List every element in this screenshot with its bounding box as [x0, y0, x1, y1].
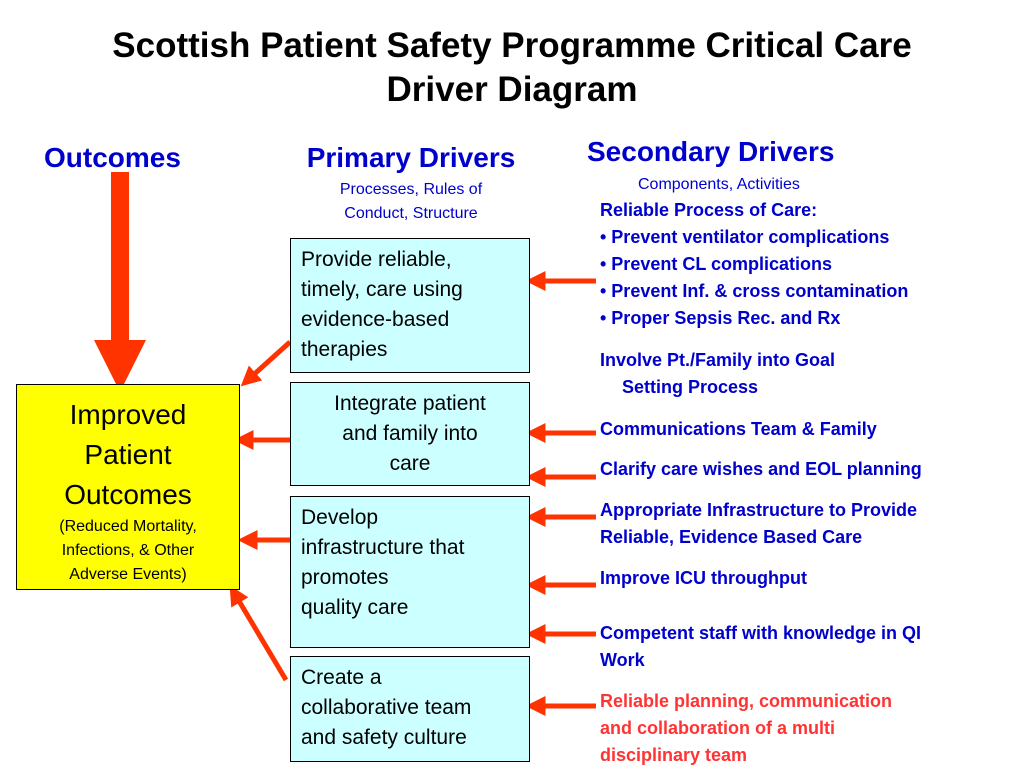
secondary-throughput: Improve ICU throughput	[600, 568, 807, 588]
secondary-goal-setting: Involve Pt./Family into Goal Setting Pro…	[600, 347, 835, 401]
secondary-infrastructure: Appropriate Infrastructure to Provide Re…	[600, 497, 917, 551]
primary-drivers-subheading: Processes, Rules of Conduct, Structure	[283, 178, 539, 226]
secondary-goal-setting-line-2: Setting Process	[622, 377, 759, 397]
primary-driver-3-line-1: Develop	[301, 506, 379, 529]
secondary-planning-line-3: disciplinary team	[600, 745, 748, 765]
outcome-box: Improved Patient Outcomes (Reduced Morta…	[16, 384, 240, 590]
diagram-title: Scottish Patient Safety Programme Critic…	[0, 24, 1024, 112]
outcomes-down-arrow	[94, 172, 146, 392]
primary-driver-1-line-3: evidence-based	[301, 308, 450, 331]
secondary-planning: Reliable planning, communication and col…	[600, 688, 892, 769]
outcome-detail-2: Infections, & Other	[61, 542, 195, 559]
primary-driver-2-line-2: and family into	[342, 422, 478, 445]
secondary-competent-staff: Competent staff with knowledge in QI Wor…	[600, 620, 921, 674]
secondary-reliable-process-item-2: • Prevent CL complications	[600, 254, 833, 274]
primary-driver-1-line-4: therapies	[301, 338, 388, 361]
secondary-competent-staff-line-2: Work	[600, 650, 645, 670]
secondary-reliable-process-item-1: • Prevent ventilator complications	[600, 227, 890, 247]
secondary-drivers-heading: Secondary Drivers	[587, 136, 835, 167]
primary-driver-3: Develop infrastructure that promotes qua…	[290, 496, 530, 648]
primary-driver-4: Create a collaborative team and safety c…	[290, 656, 530, 762]
primary-driver-4-line-3: and safety culture	[301, 726, 467, 749]
primary-driver-1: Provide reliable, timely, care using evi…	[290, 238, 530, 373]
secondary-planning-line-2: and collaboration of a multi	[600, 718, 836, 738]
secondary-drivers-subheading: Components, Activities	[638, 176, 800, 193]
outcome-line-2: Patient	[84, 439, 172, 470]
primary-drivers-heading: Primary Drivers	[306, 142, 516, 173]
primary-driver-3-line-3: promotes	[301, 566, 389, 589]
secondary-care-wishes: Clarify care wishes and EOL planning	[600, 459, 922, 479]
secondary-reliable-process-heading: Reliable Process of Care:	[600, 200, 818, 220]
arrow-primary-1-to-outcome	[240, 340, 292, 387]
outcome-line-3: Outcomes	[64, 479, 192, 510]
primary-driver-2: Integrate patient and family into care	[290, 382, 530, 486]
secondary-communications: Communications Team & Family	[600, 419, 877, 439]
outcome-line-1: Improved	[69, 399, 187, 430]
secondary-reliable-process-item-3: • Prevent Inf. & cross contamination	[600, 281, 909, 301]
primary-driver-1-line-2: timely, care using	[301, 278, 463, 301]
secondary-competent-staff-line-1: Competent staff with knowledge in QI	[600, 623, 922, 643]
primary-driver-3-line-2: infrastructure that	[301, 536, 465, 559]
primary-driver-3-line-4: quality care	[301, 596, 409, 619]
primary-driver-1-line-1: Provide reliable,	[301, 248, 452, 271]
primary-driver-4-line-2: collaborative team	[301, 696, 472, 719]
primary-driver-2-line-1: Integrate patient	[334, 392, 486, 415]
secondary-planning-line-1: Reliable planning, communication	[600, 691, 893, 711]
outcome-detail-3: Adverse Events)	[69, 566, 187, 583]
title-line-2: Driver Diagram	[386, 70, 638, 109]
primary-driver-4-line-1: Create a	[301, 666, 382, 689]
primary-sub-line-1: Processes, Rules of	[339, 181, 483, 198]
secondary-goal-setting-line-1: Involve Pt./Family into Goal	[600, 350, 836, 370]
outcome-detail-1: (Reduced Mortality,	[59, 518, 197, 535]
secondary-infrastructure-line-2: Reliable, Evidence Based Care	[600, 527, 863, 547]
secondary-infrastructure-line-1: Appropriate Infrastructure to Provide	[600, 500, 918, 520]
outcomes-heading: Outcomes	[44, 142, 181, 173]
title-line-1: Scottish Patient Safety Programme Critic…	[112, 26, 912, 65]
primary-driver-2-line-3: care	[389, 452, 431, 475]
arrow-primary-4-to-outcome	[229, 585, 289, 682]
primary-sub-line-2: Conduct, Structure	[344, 205, 478, 222]
secondary-reliable-process: Reliable Process of Care: • Prevent vent…	[600, 197, 908, 332]
secondary-reliable-process-item-4: • Proper Sepsis Rec. and Rx	[600, 308, 841, 328]
